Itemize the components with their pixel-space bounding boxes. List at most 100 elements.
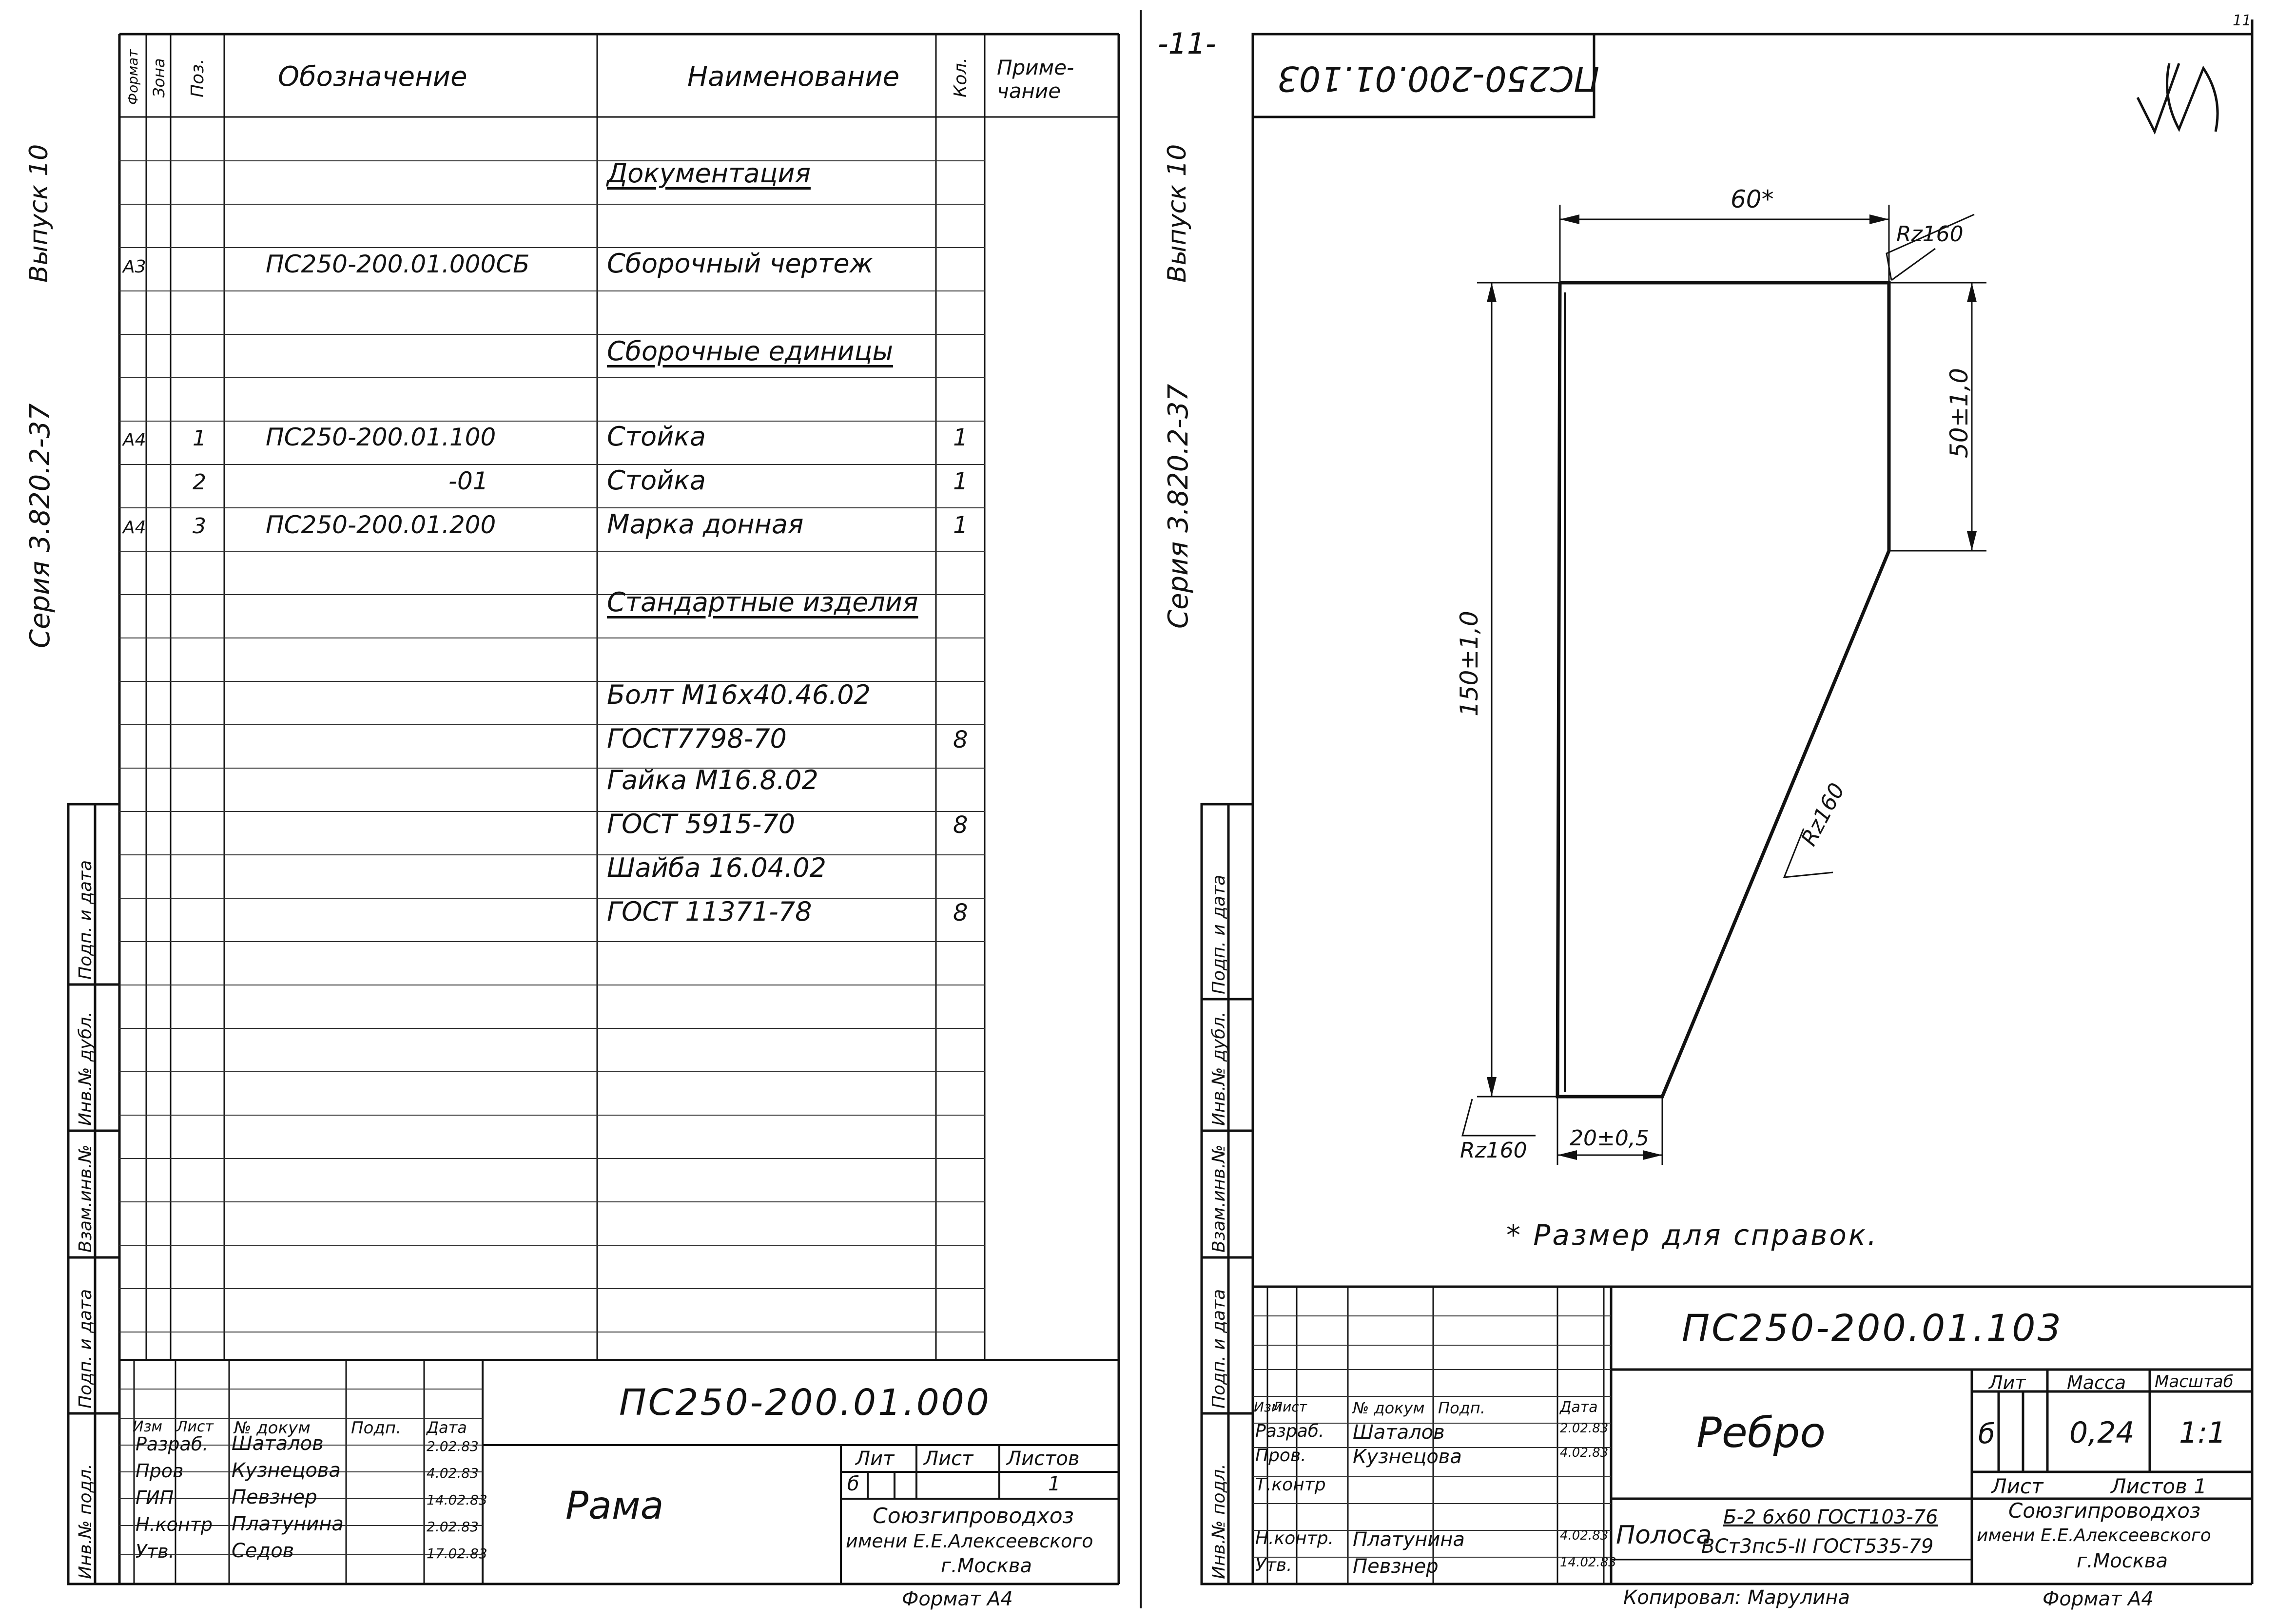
left-tb-role: ГИП — [136, 1487, 174, 1508]
spec-row-naimenovanie: Шайба 16.04.02 — [607, 852, 826, 883]
right-tb-role: Пров. — [1255, 1446, 1306, 1466]
col-header-primechanie: Приме- чание — [997, 56, 1074, 103]
right-stamp-label-2: Инв.№ дубл. — [1209, 1011, 1229, 1126]
right-copied-by: Копировал: Марулина — [1623, 1586, 1850, 1609]
right-tb-lit: б — [1978, 1418, 1995, 1450]
right-tb-role: Т.контр — [1255, 1475, 1326, 1495]
spec-row-naimenovanie: ГОСТ7798-70 — [607, 723, 787, 754]
spec-row-naimenovanie: ГОСТ 5915-70 — [607, 809, 796, 839]
left-tb-person: Шаталов — [232, 1432, 324, 1455]
spec-row-oboznachenie: ПС250-200.01.200 — [266, 511, 496, 539]
spec-row-naimenovanie: Гайка М16.8.02 — [607, 765, 818, 795]
spec-row-format: А3 — [123, 257, 146, 277]
spec-row-naimenovanie: Марка донная — [607, 509, 804, 540]
left-tb-org-2: имени Е.Е.Алексеевского — [846, 1530, 1093, 1552]
right-tb-org-2: имени Е.Е.Алексеевского — [1977, 1525, 2211, 1545]
dim-bottom-label: 20±0,5 — [1570, 1126, 1649, 1151]
left-format-label: Формат А4 — [902, 1588, 1013, 1610]
left-tb-date: 4.02.83 — [427, 1465, 479, 1481]
spec-row-naimenovanie: Стандартные изделия — [607, 587, 918, 618]
sheet-separator — [1140, 10, 1142, 1608]
left-tb-role: Утв. — [136, 1541, 175, 1562]
right-tb-date: 4.02.83 — [1560, 1528, 1609, 1543]
right-page-number: -11- — [1158, 27, 1216, 61]
right-tb-org-1: Союзгипроводхоз — [2008, 1499, 2201, 1523]
right-corner-number: 11 — [2233, 12, 2252, 29]
spec-row-format: А4 — [123, 430, 146, 450]
left-tb-person: Певзнер — [232, 1486, 317, 1508]
spec-row-naimenovanie: Сборочные единицы — [607, 336, 894, 367]
right-tb-role: Разраб. — [1255, 1421, 1324, 1441]
right-tb-role: Н.контр. — [1255, 1528, 1334, 1548]
spec-row-kol: 1 — [953, 512, 968, 539]
left-tb-header-podp: Подп. — [351, 1418, 401, 1438]
spec-row-naimenovanie: Болт М16х40.46.02 — [607, 679, 871, 710]
right-stamp-label-1: Подп. и дата — [1209, 874, 1229, 994]
spec-row-naimenovanie: ГОСТ 11371-78 — [607, 896, 812, 927]
dim-top-label: 60* — [1731, 185, 1774, 213]
right-tb-date: 14.02.83 — [1560, 1555, 1616, 1570]
right-tb-masshtab-label: Масштаб — [2155, 1372, 2234, 1391]
left-tb-header-list: Лист — [176, 1418, 214, 1435]
right-stamp-label-5: Инв.№ подл. — [1209, 1464, 1229, 1579]
spec-row-naimenovanie: Документация — [607, 158, 811, 189]
right-tb-listov-label: Листов 1 — [2111, 1474, 2207, 1498]
left-tb-org-1: Союзгипроводхоз — [873, 1504, 1074, 1528]
right-tb-lit-label: Лит — [1989, 1372, 2026, 1393]
left-tb-date: 2.02.83 — [427, 1519, 479, 1535]
left-frame — [67, 33, 1120, 1585]
right-top-stamp-mirrored: ПС250-200.01.103 — [1277, 58, 1600, 98]
right-tb-name: Ребро — [1696, 1409, 1826, 1457]
left-tb-header-dokum: № докум — [234, 1418, 311, 1438]
left-tb-lit: б — [847, 1473, 859, 1495]
left-tb-date: 14.02.83 — [427, 1492, 487, 1508]
right-tb-massa-label: Масса — [2067, 1372, 2126, 1393]
left-tb-designation: ПС250-200.01.000 — [619, 1382, 991, 1424]
left-tb-role: Н.контр — [136, 1514, 213, 1535]
left-tb-role: Разраб. — [136, 1433, 209, 1455]
left-tb-header-izm: Изм — [133, 1418, 163, 1435]
rz-bottom-label: Rz160 — [1460, 1138, 1527, 1163]
spec-row-kol: 1 — [953, 468, 968, 495]
dim-left-label: 150±1,0 — [1455, 611, 1483, 716]
part-outline — [1556, 281, 1891, 1099]
right-tb-material-prefix: Полоса — [1616, 1521, 1712, 1550]
right-tb-header-dokum: № докум — [1353, 1399, 1425, 1417]
right-tb-header-list: Лист — [1272, 1399, 1307, 1415]
dim-right-label: 50±1,0 — [1945, 367, 1973, 458]
spec-row-kol: 1 — [953, 424, 968, 451]
right-tb-role: Утв. — [1255, 1555, 1292, 1575]
right-tb-list-label: Лист — [1991, 1474, 2043, 1498]
right-format-label: Формат А4 — [2043, 1588, 2154, 1610]
right-tb-header-podp: Подп. — [1438, 1399, 1485, 1417]
right-tb-date: 2.02.83 — [1560, 1421, 1609, 1436]
col-header-naimenovanie: Наименование — [687, 61, 900, 93]
left-tb-listov-label: Листов — [1007, 1448, 1080, 1470]
left-tb-person: Кузнецова — [232, 1459, 341, 1482]
left-tb-person: Платунина — [232, 1513, 344, 1535]
spec-row-format: А4 — [123, 518, 146, 538]
left-tb-date: 17.02.83 — [427, 1545, 487, 1562]
left-tb-list-label: Лист — [924, 1448, 973, 1470]
left-tb-role: Пров — [136, 1460, 184, 1482]
spec-row-kol: 8 — [953, 726, 968, 753]
reference-note: * Размер для справок. — [1506, 1218, 1879, 1252]
col-header-oboznachenie: Обозначение — [278, 61, 467, 93]
spec-row-oboznachenie: ПС250-200.01.100 — [266, 423, 496, 451]
right-tb-header-data: Дата — [1560, 1399, 1598, 1416]
left-tb-date: 2.02.83 — [427, 1438, 479, 1454]
left-tb-header-data: Дата — [427, 1418, 467, 1437]
left-tb-org-3: г.Москва — [941, 1555, 1032, 1577]
spec-row-naimenovanie: Стойка — [607, 421, 706, 452]
right-stamp-label-4: Подп. и дата — [1209, 1289, 1229, 1409]
right-tb-massa: 0,24 — [2069, 1416, 2135, 1450]
right-tb-masshtab: 1:1 — [2179, 1416, 2226, 1450]
spec-row-oboznachenie: ПС250-200.01.000СБ — [266, 250, 530, 278]
spec-row-poz: 3 — [193, 514, 206, 539]
part-drawing — [1461, 63, 2219, 1165]
right-tb-date: 4.02.83 — [1560, 1446, 1609, 1460]
left-tb-listov: 1 — [1048, 1473, 1061, 1495]
spec-row-kol: 8 — [953, 899, 968, 927]
left-tb-name: Рама — [565, 1484, 664, 1528]
